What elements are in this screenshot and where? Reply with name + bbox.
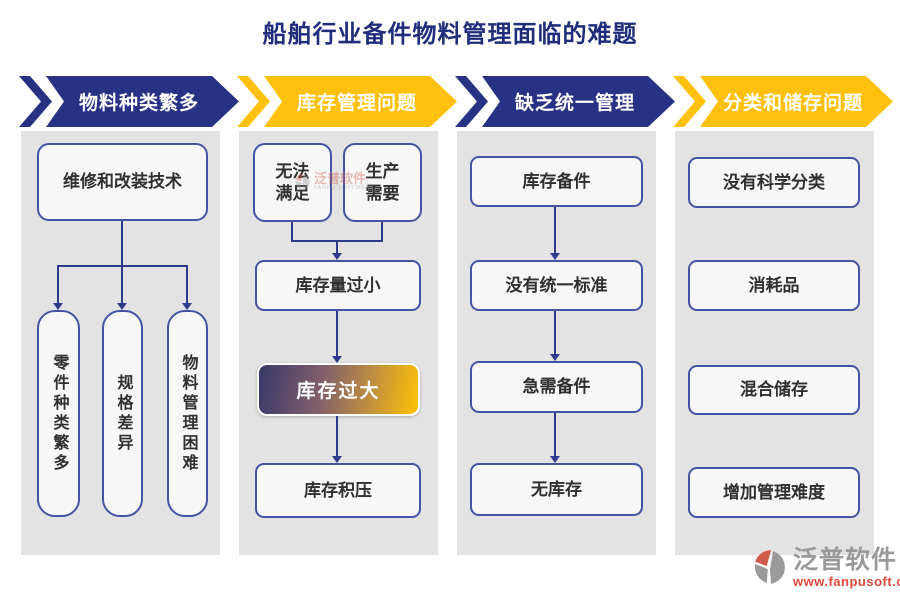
column-panel-4: 没有科学分类 消耗品 混合储存 增加管理难度 [675, 131, 874, 555]
arrow-banner-shape-icon [237, 76, 457, 127]
node-cause: 生产需要 [343, 143, 422, 222]
column-header-label: 分类和储存问题 [722, 93, 863, 114]
node-cause: 无法满足 [253, 143, 332, 222]
column-header-label: 缺乏统一管理 [514, 93, 635, 114]
watermark-subtext: FANPU SOFTWARE [314, 185, 375, 191]
connector-line [381, 222, 383, 240]
logo-brand: 泛普软件 [793, 546, 898, 574]
node-vertical-item: 零件种类繁多 [37, 310, 80, 517]
node-flow-step: 库存积压 [255, 463, 421, 518]
watermark-text: 泛普软件 FANPU SOFTWARE [314, 172, 374, 191]
connector-line [57, 265, 59, 303]
node-flow-step: 库存量过小 [255, 260, 421, 311]
node-vertical-item: 物料管理困难 [167, 310, 208, 517]
banner-column-3: 缺乏统一管理 [455, 76, 675, 127]
column-header-label: 库存管理问题 [296, 93, 417, 114]
column-header-label: 物料种类繁多 [78, 93, 199, 114]
node-flow-step: 库存备件 [470, 156, 643, 207]
connector-line [121, 265, 123, 303]
node-highlighted-flow-step: 库存过大 [257, 363, 420, 416]
node-list-item: 混合储存 [688, 365, 860, 415]
node-list-item: 没有科学分类 [688, 157, 860, 208]
fanpu-logo: 泛普软件 www.fanpusoft.com [752, 548, 900, 588]
arrowhead-down-icon [332, 253, 342, 260]
fanpu-logo-icon [295, 173, 310, 190]
node-flow-step: 无库存 [470, 463, 643, 516]
connector-line [554, 413, 556, 456]
watermark-brand: 泛普软件 [314, 171, 367, 186]
logo-text: 泛普软件 www.fanpusoft.com [793, 546, 900, 589]
arrowhead-down-icon [182, 303, 192, 310]
diagram-title: 船舶行业备件物料管理面临的难题 [262, 21, 638, 48]
fanpu-logo-icon [754, 550, 785, 584]
node-flow-step: 急需备件 [470, 361, 643, 413]
banner-column-4: 分类和储存问题 [673, 76, 893, 127]
arrowhead-down-icon [332, 356, 342, 363]
column-panel-1: 维修和改装技术 零件种类繁多 规格差异 物料管理困难 [21, 131, 220, 555]
column-panel-2: 无法满足 生产需要 库存量过小 库存过大 库存积压 [239, 131, 438, 555]
banner-column-1: 物料种类繁多 [19, 76, 239, 127]
arrowhead-down-icon [550, 354, 560, 361]
column-panel-3: 库存备件 没有统一标准 急需备件 无库存 [457, 131, 656, 555]
arrowhead-down-icon [550, 253, 560, 260]
logo-website: www.fanpusoft.com [793, 574, 900, 589]
arrowhead-down-icon [550, 456, 560, 463]
node-list-item: 消耗品 [688, 260, 860, 311]
arrowhead-down-icon [332, 456, 342, 463]
watermark: 泛普软件 FANPU SOFTWARE [294, 172, 374, 191]
connector-line [291, 222, 293, 240]
arrow-banner-shape-icon [673, 76, 893, 127]
connector-line [336, 240, 338, 253]
connector-line [121, 221, 123, 265]
connector-line [336, 416, 338, 456]
arrowhead-down-icon [53, 303, 63, 310]
node-root-cause: 维修和改装技术 [37, 143, 208, 221]
node-list-item: 增加管理难度 [688, 467, 860, 518]
node-cause-label: 生产需要 [365, 162, 400, 203]
arrow-banner-shape-icon [19, 76, 239, 127]
connector-line [554, 311, 556, 354]
connector-line [186, 265, 188, 303]
arrow-banner-shape-icon [455, 76, 675, 127]
node-cause-label: 无法满足 [275, 162, 310, 203]
banner-column-2: 库存管理问题 [237, 76, 457, 127]
arrowhead-down-icon [117, 303, 127, 310]
node-vertical-item: 规格差异 [102, 310, 143, 517]
connector-line [554, 207, 556, 253]
node-flow-step: 没有统一标准 [470, 260, 643, 311]
connector-line [336, 311, 338, 356]
